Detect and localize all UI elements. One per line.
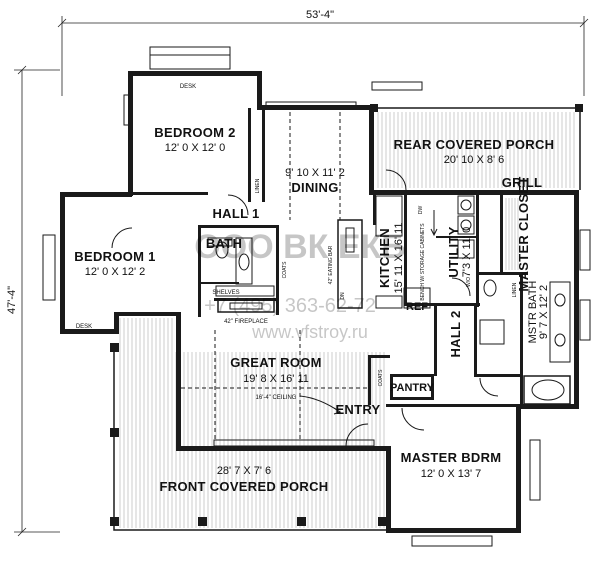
- fireplace-label: 42" FIREPLACE: [224, 319, 268, 325]
- dining-size: 9' 10 X 11' 2: [285, 167, 345, 179]
- bath-fixtures: [207, 237, 275, 297]
- width-dimension: 53'-4": [57, 9, 589, 96]
- dining-name: DINING: [291, 180, 338, 195]
- front-porch-name: FRONT COVERED PORCH: [160, 479, 329, 494]
- pantry-name: PANTRY: [390, 382, 435, 394]
- eating-bar-label: 42" EATING BAR: [328, 245, 334, 284]
- utility-appliances: [457, 195, 475, 259]
- ceiling-beams: [181, 112, 370, 440]
- coats-label: COATS: [378, 369, 384, 387]
- wo-label: W/O: [466, 277, 472, 287]
- grill-label: GRILL: [502, 175, 543, 190]
- master-bdrm-size: 12' 0 X 13' 7: [421, 468, 481, 480]
- kitchen-island: [337, 219, 363, 309]
- great-room-name: GREAT ROOM: [230, 355, 322, 370]
- utility-size: 7'3 X 11' 0: [461, 227, 473, 277]
- ceiling-arrow: [299, 395, 342, 415]
- master-bdrm-name: MASTER BDRM: [401, 450, 502, 465]
- master-closet-name: MASTER CLOSET: [516, 176, 531, 291]
- kitchen-name: KITCHEN: [377, 228, 392, 288]
- rear-porch-size: 20' 10 X 8' 6: [444, 154, 504, 166]
- mstr-bath-name: MSTR BATH: [527, 281, 539, 344]
- great-room-size: 19' 8 X 16' 11: [243, 373, 309, 385]
- bedroom2-name: BEDROOM 2: [154, 125, 235, 140]
- porch-outlines: [113, 107, 581, 531]
- door-swings: [111, 169, 499, 447]
- dw-label: DW: [418, 206, 424, 215]
- great-room-ceiling: 16'-4" CEILING: [256, 395, 297, 401]
- stair-arrow: [430, 210, 438, 237]
- utility-name: UTILITY: [446, 226, 461, 277]
- front-porch-deck: [119, 318, 385, 528]
- linen1-label: LINEN: [255, 178, 261, 193]
- windows: [42, 46, 591, 547]
- depth-dimension-label: 47'-4": [6, 286, 18, 314]
- desk-label-bottom: DESK: [76, 324, 92, 330]
- rear-porch-name: REAR COVERED PORCH: [394, 137, 555, 152]
- front-porch-size: 28' 7 X 7' 6: [217, 465, 271, 477]
- fireplace: [217, 299, 275, 313]
- bedroom2-size: 12' 0 X 12' 0: [165, 142, 225, 154]
- entry-name: ENTRY: [335, 402, 380, 417]
- watermark-phone: +7 (495) 363-62-72: [204, 295, 376, 317]
- bedroom1-name: BEDROOM 1: [74, 249, 155, 264]
- linen2-label: LINEN: [512, 282, 518, 297]
- width-dimension-label: 53'-4": [306, 9, 334, 21]
- bedroom1-size: 12' 0 X 12' 2: [85, 266, 145, 278]
- master-closet-shelving: [505, 198, 519, 270]
- ref-label: REF: [406, 301, 428, 313]
- shelves-label: SHELVES: [212, 290, 239, 296]
- desk-label-top: DESK: [180, 84, 196, 90]
- hall2-name: HALL 2: [448, 310, 463, 357]
- kitchen-size: 15' 11 X 16' 11: [393, 222, 405, 293]
- watermark-url: www.vfstroy.ru: [251, 322, 368, 342]
- watermark-brand: ООО ВК ЕКБ: [194, 228, 405, 266]
- bench-label: BENCH W/ STORAGE CABINETS: [420, 223, 426, 301]
- kitchen-counters: [375, 195, 431, 309]
- coats2-label: COATS: [282, 261, 288, 279]
- rear-porch-deck: [377, 112, 575, 188]
- dn-label: DN: [340, 292, 346, 300]
- master-bath-fixtures: [479, 279, 571, 405]
- mstr-bath-size: 9' 7 X 12' 2: [538, 285, 550, 339]
- depth-dimension: 47'-4": [6, 65, 60, 537]
- hall1-name: HALL 1: [212, 206, 259, 221]
- bath-name: BATH: [206, 236, 242, 251]
